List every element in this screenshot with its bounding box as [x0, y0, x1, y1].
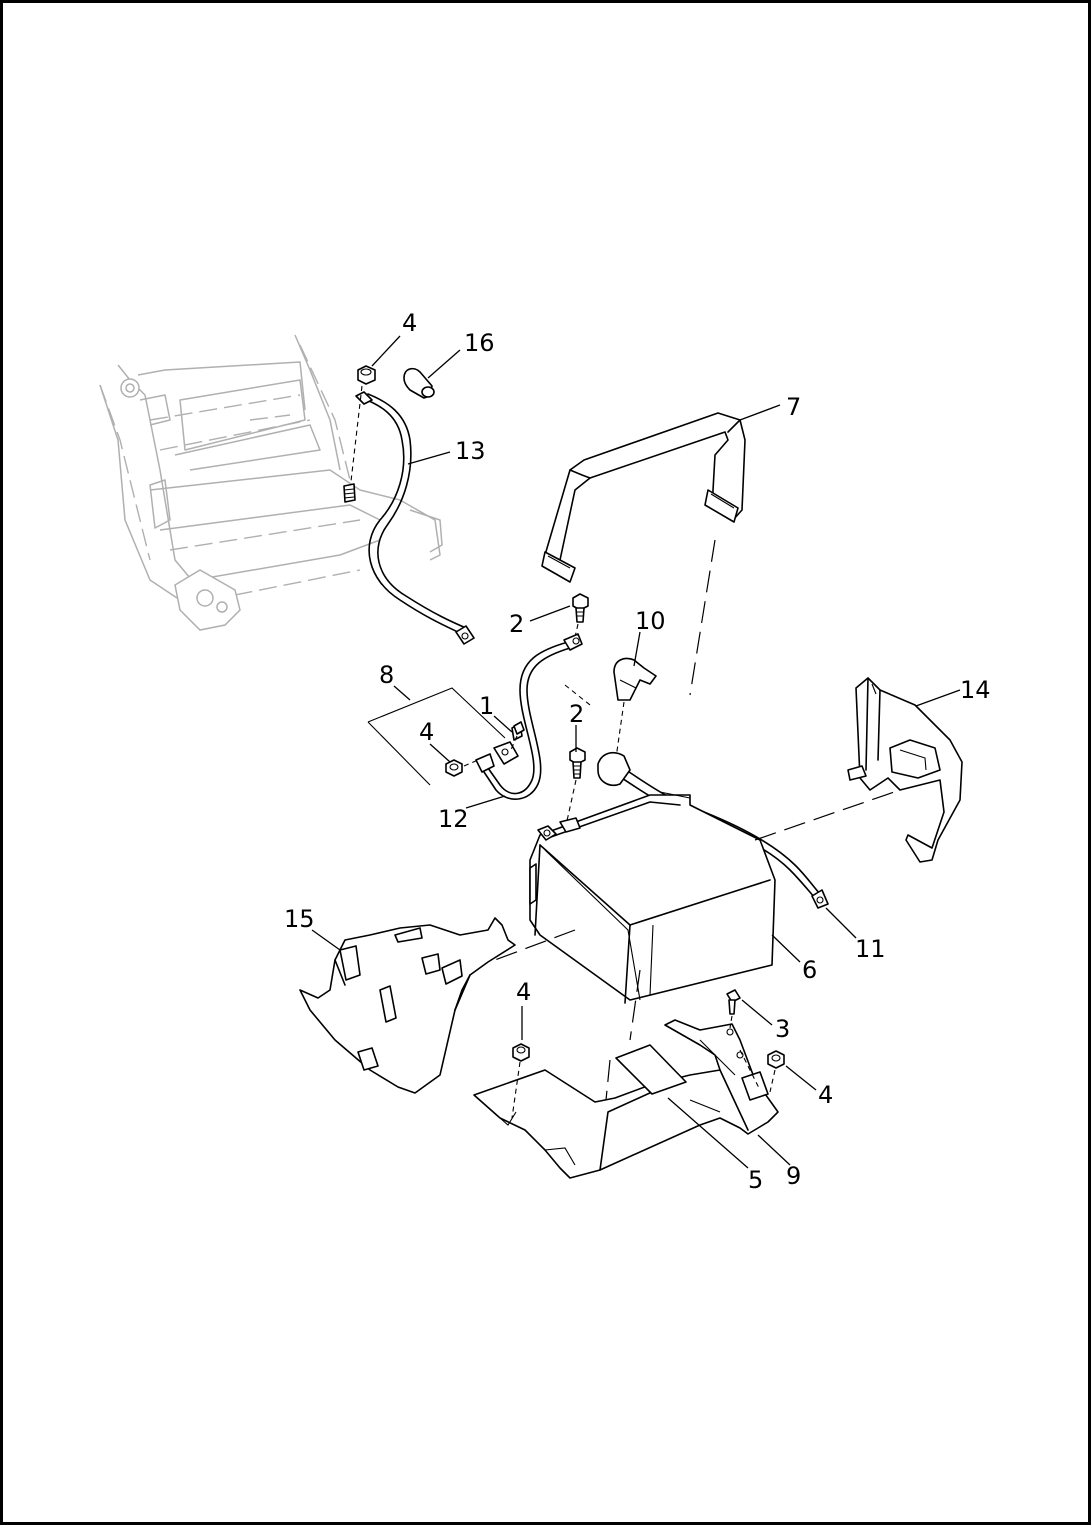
align-line-4-13: [349, 385, 363, 491]
terminal-boot-16: [403, 367, 435, 399]
bracket-kit-7: [367, 687, 523, 786]
callout-5: 6: [802, 956, 817, 984]
negative-cable-12: [475, 633, 583, 800]
align-line-9: [614, 701, 625, 766]
align-line-11: [739, 1049, 761, 1091]
callout-3: 3: [775, 1015, 790, 1043]
callout-8: 5: [748, 1166, 763, 1194]
callout-9: 10: [635, 607, 666, 635]
callout-1: 1: [479, 692, 494, 720]
align-line-5: [629, 969, 641, 1041]
battery-5: [529, 791, 776, 1004]
callout-13: 13: [455, 437, 486, 465]
side-bracket-15: [299, 917, 516, 1094]
callout-2-upper: 2: [509, 610, 524, 638]
ghost-frame-section: [99, 334, 443, 631]
callout-4-right: 4: [818, 1081, 833, 1109]
callout-4-tray: 4: [516, 978, 531, 1006]
align-line-6: [689, 539, 716, 696]
nut-4-top: [357, 365, 376, 385]
nut-4-tray-right: [767, 1050, 785, 1093]
callout-7: 8: [379, 661, 394, 689]
terminal-cover-9: [613, 657, 657, 701]
callout-10: 11: [855, 935, 886, 963]
callout-14: 14: [960, 676, 991, 704]
callout-11: 9: [786, 1162, 801, 1190]
callout-2-lower: 2: [569, 700, 584, 728]
screw-1: [509, 721, 525, 753]
callout-6: 7: [786, 393, 801, 421]
callout-12: 12: [438, 805, 469, 833]
align-line-15: [494, 929, 576, 961]
hold-down-strap-6: [541, 412, 746, 583]
nut-4-tray-left: [511, 1043, 530, 1119]
bolt-2-lower: [569, 747, 586, 779]
align-line-14: [754, 789, 901, 841]
callout-16: 16: [464, 329, 495, 357]
side-bracket-14: [847, 677, 963, 863]
callout-labels: 4 16 7 13 2 10 8 14 1 2 4 12 15 11 6 4 3…: [284, 309, 991, 1194]
callout-15: 15: [284, 905, 315, 933]
nut-4-bracket: [445, 759, 479, 777]
stud-bolt: [343, 483, 356, 503]
callout-4-bracket: 4: [419, 718, 434, 746]
battery-tray-11: [473, 1019, 779, 1179]
bolt-2-upper: [572, 593, 589, 623]
leader-lines: [311, 335, 961, 1169]
screw-3: [726, 989, 741, 1029]
ground-cable-13: [355, 391, 475, 645]
callout-4-top: 4: [402, 309, 417, 337]
